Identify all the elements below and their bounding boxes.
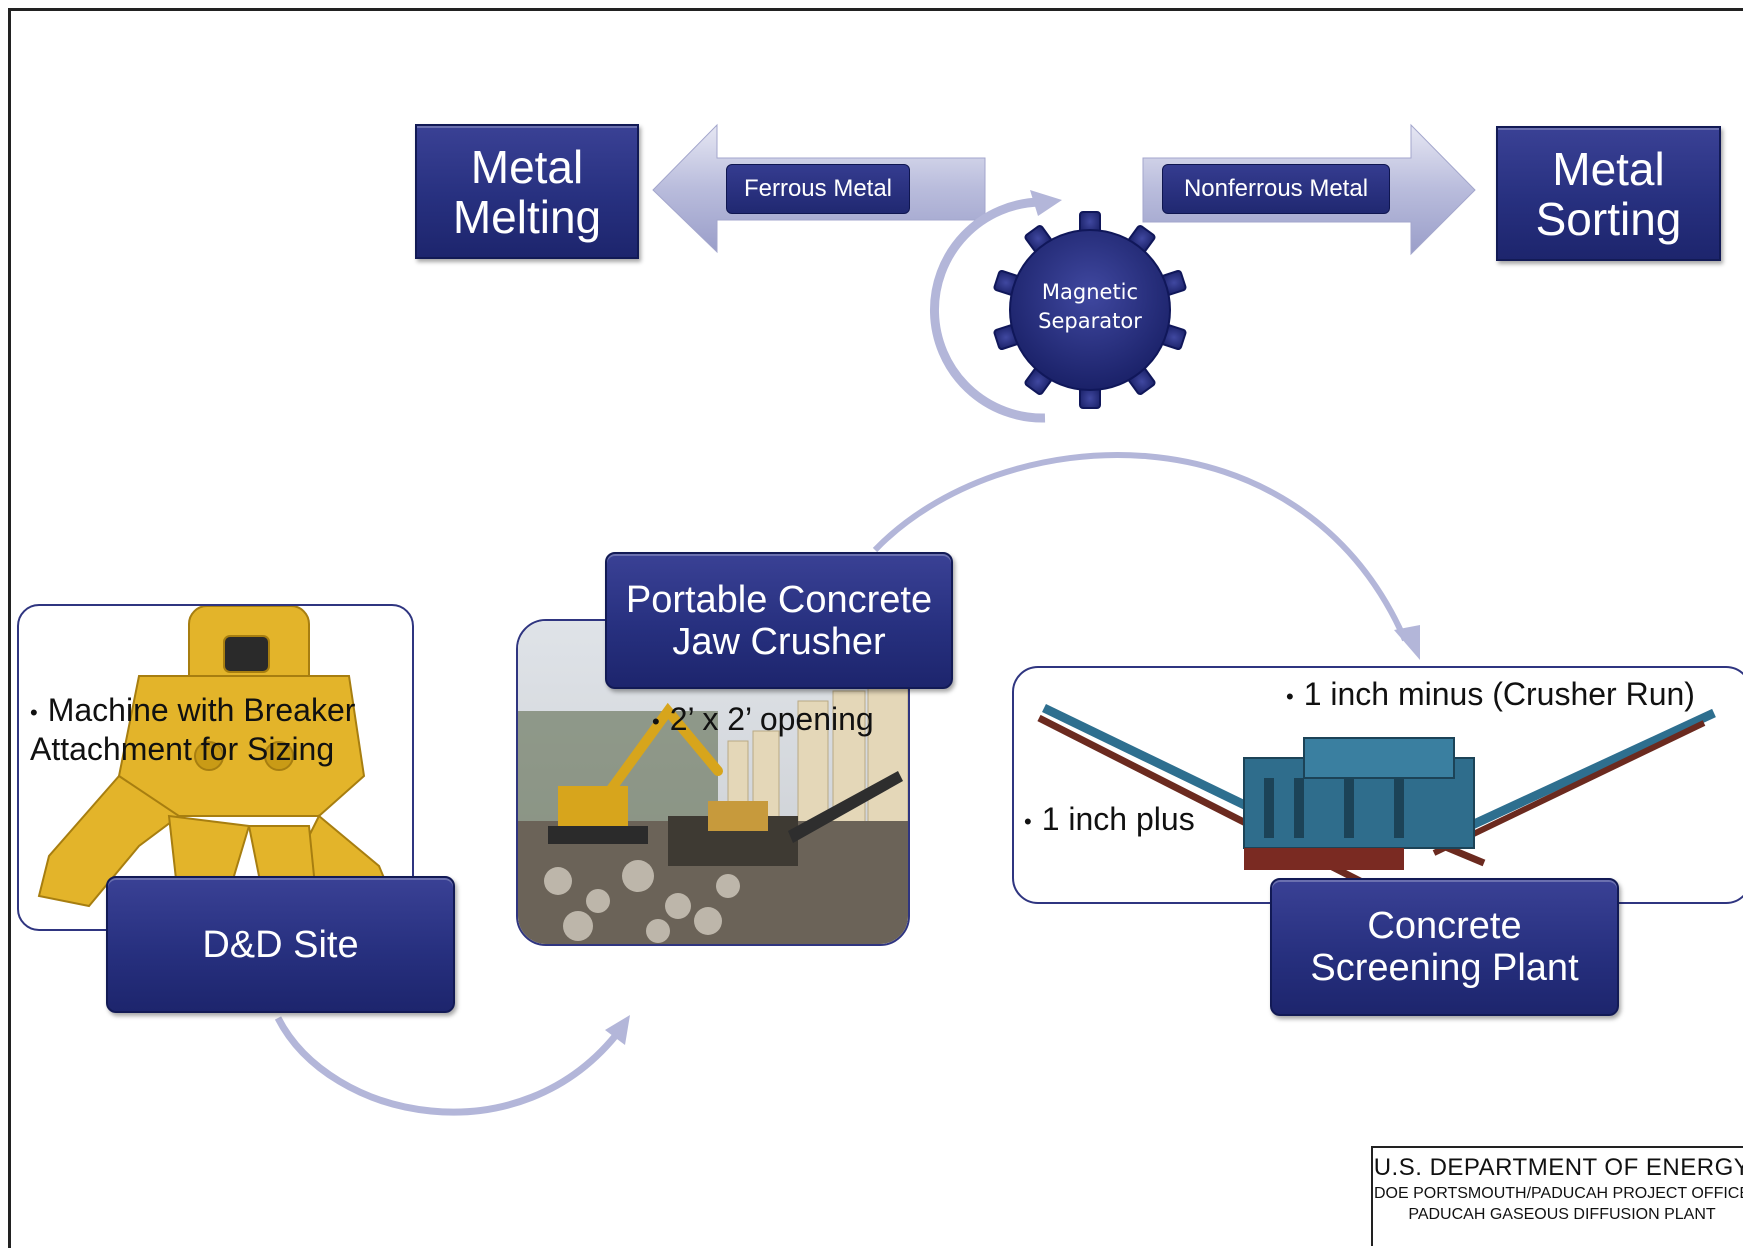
jaw-crusher-title: Portable Concrete Jaw Crusher — [625, 578, 933, 663]
screening-bullet-inch-plus: •1 inch plus — [1024, 801, 1195, 837]
screening-plant-box: Concrete Screening Plant — [1270, 878, 1619, 1016]
bullet-dot-icon: • — [1286, 683, 1294, 709]
screening-bullet-crusher-run: •1 inch minus (Crusher Run) — [1286, 676, 1695, 712]
screening-plant-panel — [1012, 666, 1743, 904]
metal-melting-label: Metal Melting — [452, 140, 602, 243]
page-frame — [8, 8, 1743, 1248]
flow-arrow-crusher-to-screening — [872, 452, 1420, 660]
nonferrous-metal-label: Nonferrous Metal — [1162, 164, 1390, 214]
doe-plant-name: PADUCAH GASEOUS DIFFUSION PLANT — [1408, 1206, 1716, 1223]
magnetic-separator-label: Magnetic Separator — [1038, 280, 1142, 333]
dd-site-title: D&D Site — [202, 923, 359, 966]
screening-plant-image — [1037, 703, 1716, 887]
dd-site-bullet: •Machine with Breaker Attachment for Siz… — [30, 692, 356, 767]
separator-cycle-arrow — [930, 190, 1062, 423]
metal-sorting-label: Metal Sorting — [1535, 142, 1682, 245]
bullet-dot-icon: • — [1024, 808, 1032, 834]
jaw-crusher-panel — [516, 619, 910, 946]
screening-plant-title: Concrete Screening Plant — [1310, 905, 1579, 989]
bullet-dot-icon: • — [30, 699, 38, 725]
metal-melting-box: Metal Melting — [415, 124, 639, 259]
doe-project-office: DOE PORTSMOUTH/PADUCAH PROJECT OFFICE — [1373, 1185, 1743, 1202]
jaw-crusher-photo — [518, 621, 908, 944]
doe-title-block: U.S. DEPARTMENT OF ENERGY DOE PORTSMOUTH… — [1371, 1146, 1743, 1246]
jaw-crusher-bullet: •2’ x 2’ opening — [652, 701, 874, 737]
flow-arrow-dd-to-crusher — [274, 1015, 630, 1116]
dd-site-box: D&D Site — [106, 876, 455, 1013]
jaw-crusher-box: Portable Concrete Jaw Crusher — [605, 552, 953, 689]
metal-sorting-box: Metal Sorting — [1496, 126, 1721, 261]
bullet-dot-icon: • — [652, 708, 660, 734]
ferrous-metal-label: Ferrous Metal — [726, 164, 910, 214]
doe-department: U.S. DEPARTMENT OF ENERGY — [1373, 1154, 1743, 1181]
magnetic-separator-gear — [993, 211, 1187, 409]
